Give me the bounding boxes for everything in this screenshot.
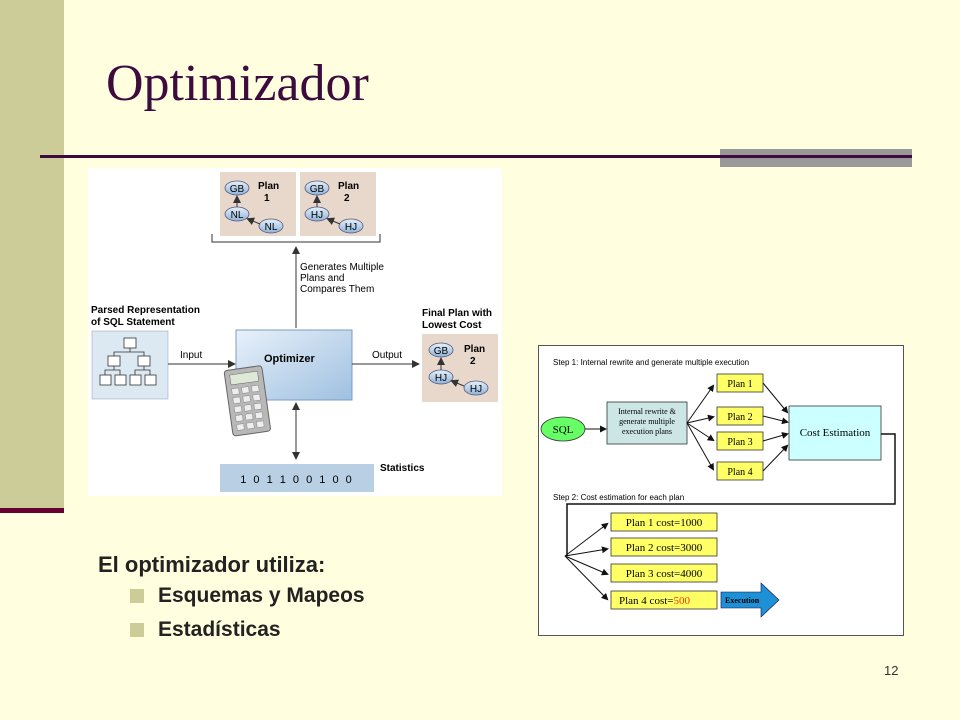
cost-plan4-prefix: Plan 4 cost= bbox=[619, 595, 673, 607]
parsed-label-2: of SQL Statement bbox=[91, 317, 175, 328]
plan3-node-label: Plan 3 bbox=[727, 437, 752, 448]
execution-label: Execution bbox=[725, 596, 760, 605]
statistics-label: Statistics bbox=[380, 463, 425, 474]
left-accent-bar-underline bbox=[0, 508, 64, 513]
optimizer-label: Optimizer bbox=[264, 353, 315, 365]
title-rule bbox=[40, 155, 912, 158]
rewrite-line-1: Internal rewrite & bbox=[618, 407, 677, 416]
cost-estimation-diagram-svg: Step 1: Internal rewrite and generate mu… bbox=[540, 358, 896, 618]
final-plan-label-1: Final Plan with bbox=[422, 308, 492, 319]
rewrite-box bbox=[606, 401, 688, 445]
optimizer-diagram: GB NL NL Plan 1 GB HJ HJ Plan 2 bbox=[88, 168, 502, 496]
plan2-number: 2 bbox=[344, 193, 350, 204]
statistics-bar: 1 0 1 1 0 0 1 0 0 Statistics bbox=[220, 463, 425, 492]
slide-title: Optimizador bbox=[106, 55, 369, 112]
cost-plan4-label: Plan 4 cost=500 bbox=[619, 595, 690, 607]
cost-plan1-label: Plan 1 cost=1000 bbox=[626, 517, 703, 529]
optimizer-box: Optimizer bbox=[235, 329, 353, 401]
bullet-text: Esquemas y Mapeos bbox=[158, 584, 365, 607]
final-hj-node-1: HJ bbox=[435, 373, 447, 384]
execution-arrow bbox=[720, 582, 780, 618]
sql-label: SQL bbox=[553, 424, 574, 436]
bullet-text: Estadísticas bbox=[158, 618, 281, 641]
cost-plan3-node bbox=[610, 563, 718, 583]
calculator-icon bbox=[223, 365, 271, 437]
plan-1-box: GB NL NL Plan 1 bbox=[220, 172, 296, 236]
parsed-label-1: Parsed Representation bbox=[91, 305, 200, 316]
final-plan-word: Plan bbox=[464, 344, 485, 355]
cost-plan2-node bbox=[610, 537, 718, 557]
output-label: Output bbox=[372, 350, 402, 361]
cost-estimation-box bbox=[788, 405, 882, 461]
final-hj-node-2: HJ bbox=[470, 384, 482, 395]
plan1-label: Plan bbox=[258, 181, 279, 192]
bullet-item: Esquemas y Mapeos bbox=[130, 584, 365, 618]
rewrite-line-2: generate multiple bbox=[619, 417, 675, 426]
generates-line-2: Plans and bbox=[300, 273, 344, 284]
plan1-number: 1 bbox=[264, 193, 270, 204]
cost-plan3-label: Plan 3 cost=4000 bbox=[626, 568, 703, 580]
final-plan-box: GB HJ HJ Plan 2 bbox=[422, 334, 498, 402]
cost-plan2-label: Plan 2 cost=3000 bbox=[626, 542, 703, 554]
cost-plan4-value: 500 bbox=[673, 595, 690, 607]
plan-2-box: GB HJ HJ Plan 2 bbox=[300, 172, 376, 236]
plan1-nl-node-1: NL bbox=[231, 210, 244, 221]
generates-line-1: Generates Multiple bbox=[300, 262, 384, 273]
plan2-gb-node: GB bbox=[310, 184, 325, 195]
plan1-nl-node-2: NL bbox=[265, 222, 278, 233]
rewrite-line-3: execution plans bbox=[622, 427, 672, 436]
generates-line-3: Compares Them bbox=[300, 284, 374, 295]
step1-label: Step 1: Internal rewrite and generate mu… bbox=[553, 358, 749, 367]
optimizer-diagram-svg: GB NL NL Plan 1 GB HJ HJ Plan 2 bbox=[91, 172, 498, 492]
bullet-square-icon bbox=[130, 623, 144, 637]
content-heading: El optimizador utiliza: bbox=[98, 552, 326, 577]
left-accent-bar bbox=[0, 0, 64, 512]
input-label: Input bbox=[180, 350, 202, 361]
cost-plan1-node bbox=[610, 512, 718, 532]
plan4-node-label: Plan 4 bbox=[727, 467, 752, 478]
title-rule-accent bbox=[720, 149, 912, 167]
page-number: 12 bbox=[884, 663, 899, 678]
final-gb-node: GB bbox=[434, 346, 449, 357]
cost-plan4-node bbox=[610, 590, 718, 610]
cost-estimation-label: Cost Estimation bbox=[800, 427, 871, 439]
step2-label: Step 2: Cost estimation for each plan bbox=[553, 493, 684, 502]
plan2-hj-node-2: HJ bbox=[345, 222, 357, 233]
cost-estimation-diagram: Step 1: Internal rewrite and generate mu… bbox=[538, 345, 904, 636]
final-plan-label-2: Lowest Cost bbox=[422, 320, 482, 331]
final-plan-number: 2 bbox=[470, 356, 476, 367]
statistics-bits: 1 0 1 1 0 0 1 0 0 bbox=[240, 474, 354, 486]
parse-tree-box bbox=[91, 330, 169, 400]
bullet-list: Esquemas y Mapeos Estadísticas bbox=[130, 584, 365, 652]
plan1-node-label: Plan 1 bbox=[727, 379, 752, 390]
plan2-hj-node-1: HJ bbox=[311, 210, 323, 221]
plan2-node-label: Plan 2 bbox=[727, 412, 752, 423]
bullet-square-icon bbox=[130, 589, 144, 603]
plan2-label: Plan bbox=[338, 181, 359, 192]
bullet-item: Estadísticas bbox=[130, 618, 365, 652]
plan1-gb-node: GB bbox=[230, 184, 245, 195]
